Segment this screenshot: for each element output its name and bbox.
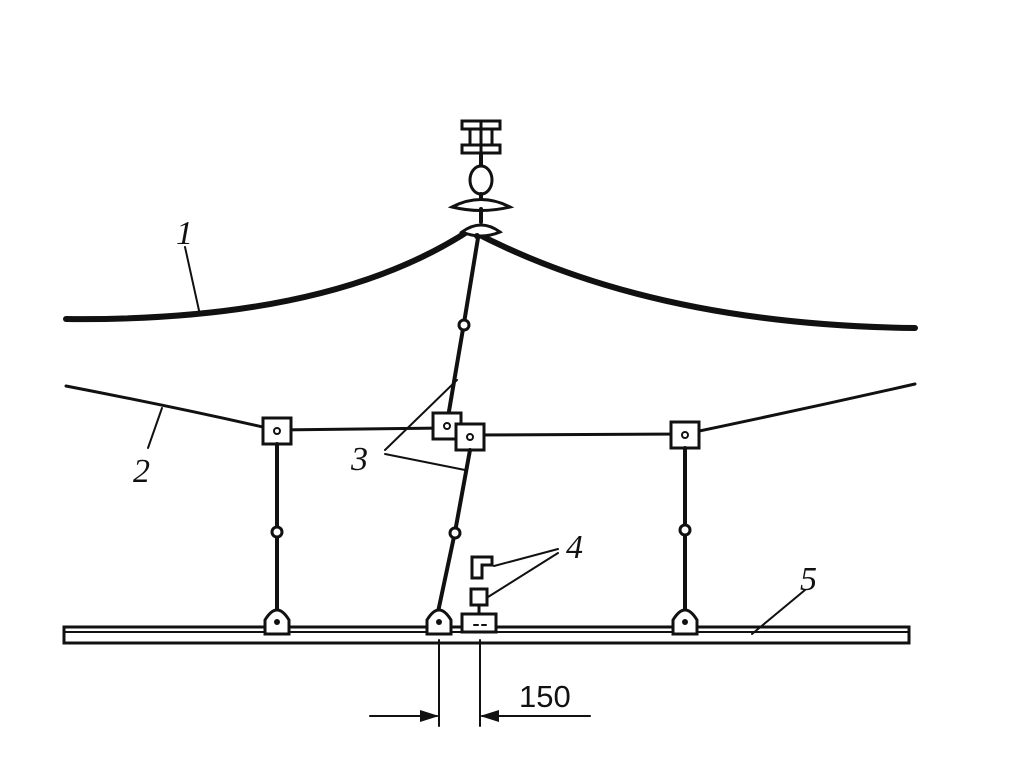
leader-line-3a — [384, 379, 458, 451]
leader-line-4a — [493, 548, 559, 567]
catenary-wire — [63, 227, 918, 331]
suspension-insulator — [447, 119, 515, 239]
leader-line-4b — [487, 552, 559, 598]
dropper-joint — [457, 318, 471, 332]
dimension-150 — [369, 639, 591, 727]
rail-clamp — [671, 608, 699, 636]
leader-line-2 — [147, 407, 163, 449]
dropper-joint — [270, 525, 284, 539]
dropper-joint — [448, 526, 462, 540]
wire-clamp — [669, 420, 701, 450]
callout-5: 5 — [800, 561, 817, 598]
callout-3: 3 — [350, 441, 368, 478]
callout-1: 1 — [176, 215, 193, 252]
leader-line-5 — [751, 589, 806, 635]
dropper-joint — [678, 523, 692, 537]
wire-clamp — [454, 422, 486, 452]
rail-clamp — [263, 608, 291, 636]
callout-2: 2 — [133, 453, 150, 490]
leader-line-3b — [384, 453, 466, 471]
leader-line-1 — [184, 246, 201, 316]
callout-4: 4 — [566, 529, 583, 566]
wire-clamp — [261, 416, 293, 446]
rail-clamp — [425, 608, 453, 636]
dimension-label: 150 — [519, 679, 571, 714]
contact-wire — [64, 382, 917, 437]
